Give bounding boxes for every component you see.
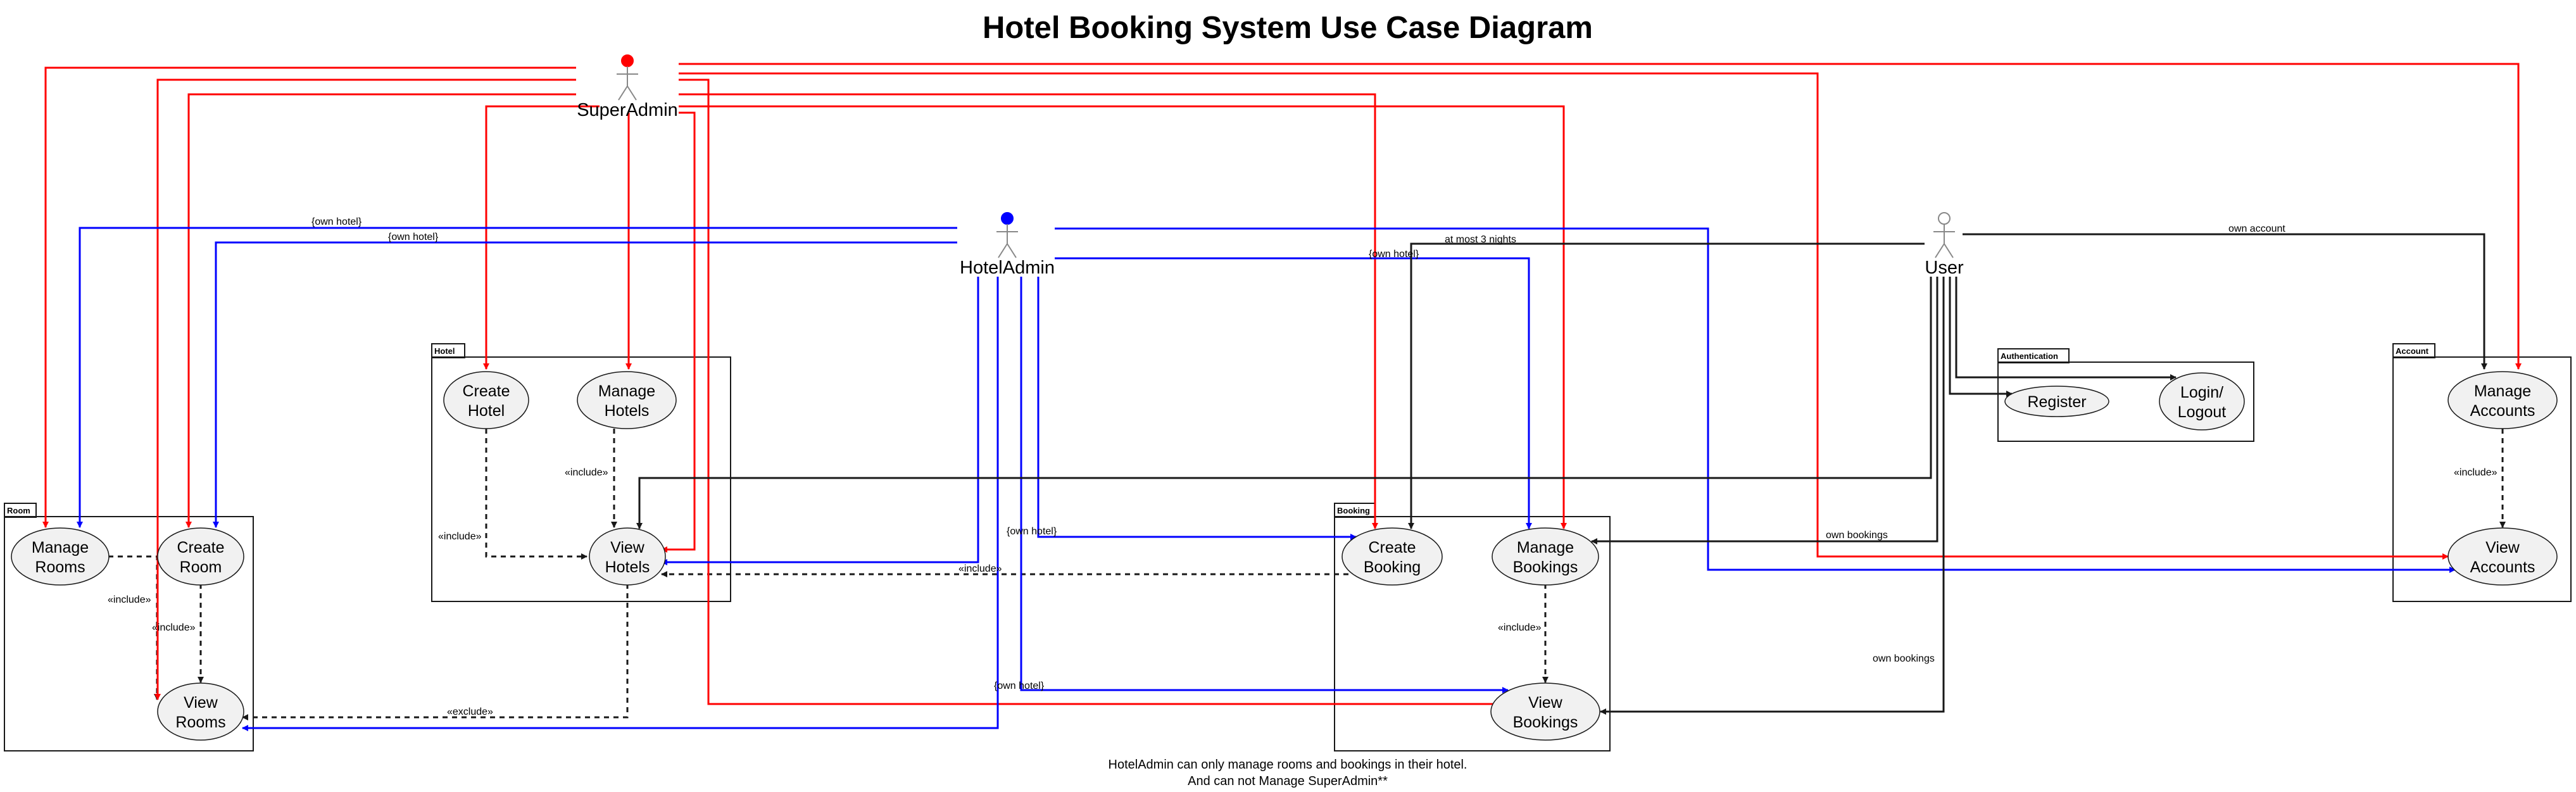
label-exclude-view-hotels: «exclude»: [447, 707, 493, 717]
usecase-register[interactable]: Register: [2004, 386, 2109, 417]
usecase-view-rooms-line2: Rooms: [175, 713, 225, 731]
package-account-label: Account: [2396, 346, 2429, 356]
package-hotel-label: Hotel: [434, 346, 455, 356]
label-include-manage-accounts: «include»: [2454, 467, 2497, 478]
usecase-login-logout-line1: Login/: [2180, 384, 2223, 401]
package-booking-label: Booking: [1337, 506, 1370, 515]
label-at-most-3-nights: at most 3 nights: [1445, 234, 1516, 245]
actor-superadmin-icon: [617, 54, 638, 101]
package-authentication-label: Authentication: [2001, 351, 2058, 361]
diagram-title: Hotel Booking System Use Case Diagram: [983, 11, 1593, 45]
usecase-manage-rooms-line2: Rooms: [35, 558, 85, 576]
usecase-view-rooms[interactable]: View Rooms: [157, 682, 244, 741]
label-own-account: own account: [2228, 223, 2285, 234]
usecase-manage-bookings[interactable]: Manage Bookings: [1492, 527, 1599, 586]
actor-superadmin[interactable]: SuperAdmin: [577, 54, 678, 120]
label-include-manage-bookings: «include»: [1498, 622, 1542, 633]
usecase-create-hotel[interactable]: Create Hotel: [443, 371, 529, 429]
usecase-create-room[interactable]: Create Room: [157, 527, 244, 586]
actor-hoteladmin-label: HotelAdmin: [960, 258, 1055, 278]
user-relations: [636, 233, 2487, 715]
label-include-create-booking: «include»: [958, 563, 1002, 574]
package-account: Account: [2392, 343, 2572, 602]
label-own-hotel-manage-bookings: {own hotel}: [1369, 249, 1419, 260]
usecase-create-room-line2: Room: [180, 558, 222, 576]
actor-user-label: User: [1925, 258, 1964, 278]
usecase-manage-accounts-line1: Manage: [2474, 382, 2531, 400]
usecase-manage-hotels[interactable]: Manage Hotels: [577, 371, 677, 429]
usecase-view-hotels-line2: Hotels: [605, 558, 650, 576]
actor-superadmin-label: SuperAdmin: [577, 100, 678, 120]
actor-hoteladmin[interactable]: HotelAdmin: [960, 212, 1055, 278]
actor-user-icon: [1933, 212, 1955, 258]
superadmin-relations: [42, 63, 2522, 707]
label-include-create-hotel: «include»: [438, 531, 482, 542]
usecase-create-hotel-line1: Create: [462, 382, 510, 400]
usecase-create-room-line1: Create: [177, 539, 224, 556]
package-hotel: Hotel: [431, 343, 731, 602]
footer-note-line2: And can not Manage SuperAdmin**: [1188, 774, 1388, 788]
label-own-bookings-manage: own bookings: [1826, 530, 1888, 541]
label-own-hotel-view-bookings: {own hotel}: [994, 681, 1045, 691]
usecase-login-logout-line2: Logout: [2178, 403, 2227, 421]
usecase-view-bookings[interactable]: View Bookings: [1490, 682, 1600, 741]
actor-user[interactable]: User: [1925, 212, 1964, 278]
package-room: Room: [4, 503, 254, 751]
label-own-hotel-manage-rooms: {own hotel}: [311, 217, 362, 227]
usecase-view-accounts-line1: View: [2485, 539, 2520, 556]
usecase-login-logout[interactable]: Login/ Logout: [2159, 372, 2245, 431]
usecase-view-hotels-line1: View: [610, 539, 645, 556]
hoteladmin-relations: [77, 227, 2456, 731]
package-authentication: Authentication: [1997, 348, 2254, 442]
usecase-view-rooms-line1: View: [184, 694, 218, 712]
usecase-create-booking-line1: Create: [1368, 539, 1416, 556]
label-own-hotel-create-booking: {own hotel}: [1007, 526, 1057, 537]
label-include-manage-hotels: «include»: [565, 467, 608, 478]
usecase-manage-bookings-line2: Bookings: [1513, 558, 1578, 576]
include-relations: [108, 429, 2506, 720]
label-include-create-room: «include»: [152, 622, 196, 633]
footer-note-line1: HotelAdmin can only manage rooms and boo…: [1109, 758, 1467, 772]
usecase-manage-accounts-line2: Accounts: [2470, 402, 2535, 420]
usecase-view-bookings-line2: Bookings: [1513, 713, 1578, 731]
usecase-register-line1: Register: [2027, 393, 2086, 411]
package-room-label: Room: [7, 506, 30, 515]
usecase-view-hotels[interactable]: View Hotels: [589, 527, 666, 586]
usecase-manage-rooms-line1: Manage: [32, 539, 89, 556]
usecase-create-booking[interactable]: Create Booking: [1341, 527, 1443, 586]
usecase-manage-accounts[interactable]: Manage Accounts: [2447, 371, 2558, 429]
actor-hoteladmin-icon: [996, 212, 1018, 258]
usecase-manage-hotels-line1: Manage: [598, 382, 655, 400]
usecase-manage-bookings-line1: Manage: [1517, 539, 1574, 556]
footer-note: HotelAdmin can only manage rooms and boo…: [1109, 758, 1467, 788]
label-own-hotel-create-room: {own hotel}: [388, 232, 439, 242]
usecase-create-booking-line2: Booking: [1364, 558, 1421, 576]
package-booking: Booking: [1334, 503, 1611, 751]
label-include-manage-rooms: «include»: [108, 594, 151, 605]
usecase-view-accounts-line2: Accounts: [2470, 558, 2535, 576]
usecase-view-accounts[interactable]: View Accounts: [2447, 527, 2558, 586]
usecase-view-bookings-line1: View: [1528, 694, 1563, 712]
usecase-create-hotel-line2: Hotel: [468, 402, 505, 420]
usecase-manage-rooms[interactable]: Manage Rooms: [11, 527, 110, 586]
label-own-bookings-view: own bookings: [1873, 653, 1935, 664]
usecase-manage-hotels-line2: Hotels: [605, 402, 650, 420]
